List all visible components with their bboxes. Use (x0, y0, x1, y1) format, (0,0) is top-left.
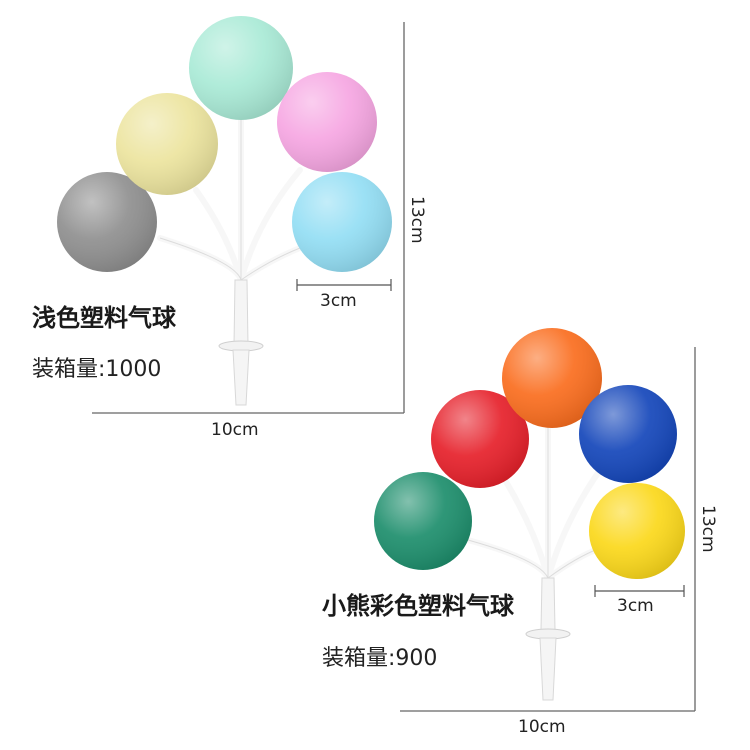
height-label: 13cm (407, 196, 427, 244)
balloon-orange (502, 328, 602, 428)
balloon-green (374, 472, 472, 570)
balloon-sky (292, 172, 392, 272)
ball-size-label: 3cm (320, 291, 357, 311)
ball-size-measure (594, 585, 685, 597)
packing-quantity: 装箱量:1000 (32, 357, 161, 382)
product-title: 小熊彩色塑料气球 (322, 592, 515, 620)
cake-pick-stick (218, 279, 264, 406)
balloon-yellow (589, 483, 685, 579)
balloon-red (431, 390, 529, 488)
cake-pick-stick (525, 577, 571, 701)
height-label: 13cm (698, 505, 718, 553)
product-title: 浅色塑料气球 (32, 304, 177, 332)
balloon-yellow (116, 93, 218, 195)
ball-size-label: 3cm (617, 596, 654, 616)
ball-size-measure (296, 279, 392, 291)
packing-quantity: 装箱量:900 (322, 646, 437, 671)
width-label: 10cm (211, 420, 259, 440)
balloon-gray (57, 172, 157, 272)
product-pastel: 3cm 浅色塑料气球 装箱量:1000 10cm 13cm (32, 16, 427, 440)
balloon-blue (579, 385, 677, 483)
balloon-stems-outline (159, 118, 301, 281)
balloon-pink (277, 72, 377, 172)
balloon-mint (189, 16, 293, 120)
product-colorful: 3cm 小熊彩色塑料气球 装箱量:900 10cm 13cm (322, 328, 718, 737)
width-label: 10cm (518, 717, 566, 737)
